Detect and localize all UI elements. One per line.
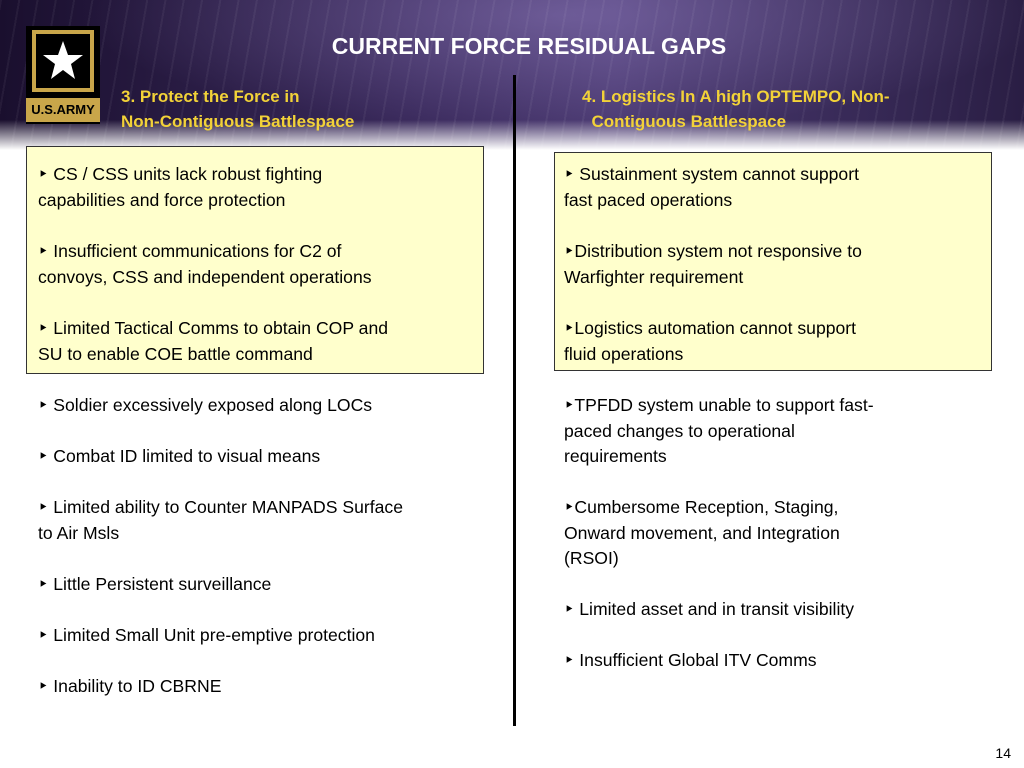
left-list-item: ‣ Inability to ID CBRNE xyxy=(38,676,222,696)
left-box-item: ‣ Insufficient communications for C2 of … xyxy=(38,241,372,287)
left-list-item: ‣ Limited ability to Counter MANPADS Sur… xyxy=(38,497,404,543)
right-list-item: ‣TPFDD system unable to support fast- pa… xyxy=(564,395,874,467)
left-column-heading: 3. Protect the Force in Non-Contiguous B… xyxy=(121,87,355,131)
left-list-item: ‣ Limited Small Unit pre-emptive protect… xyxy=(38,625,375,645)
right-column-heading: 4. Logistics In A high OPTEMPO, Non- Con… xyxy=(582,87,890,131)
right-list-item: ‣ Insufficient Global ITV Comms xyxy=(564,650,817,670)
left-box-item: ‣ Limited Tactical Comms to obtain COP a… xyxy=(38,318,389,364)
left-highlight-box xyxy=(26,146,484,374)
right-list-item: ‣ Limited asset and in transit visibilit… xyxy=(564,599,855,619)
page-number: 14 xyxy=(995,745,1011,761)
right-highlight-box xyxy=(554,152,992,371)
column-divider xyxy=(513,75,516,726)
left-box-item: ‣ CS / CSS units lack robust fighting ca… xyxy=(38,164,323,210)
right-box-item: ‣ Sustainment system cannot support fast… xyxy=(564,164,859,210)
right-list-item: ‣Cumbersome Reception, Staging, Onward m… xyxy=(564,497,840,569)
right-box-item: ‣Distribution system not responsive to W… xyxy=(564,241,862,287)
logo-wordmark: U.S.ARMY xyxy=(26,98,100,122)
army-logo: U.S.ARMY xyxy=(26,26,100,124)
banner-fade xyxy=(0,120,1024,150)
army-star-icon xyxy=(32,30,94,92)
left-list-item: ‣ Combat ID limited to visual means xyxy=(38,446,321,466)
left-list-item: ‣ Little Persistent surveillance xyxy=(38,574,272,594)
left-list-item: ‣ Soldier excessively exposed along LOCs xyxy=(38,395,373,415)
slide-title: CURRENT FORCE RESIDUAL GAPS xyxy=(331,33,727,59)
right-box-item: ‣Logistics automation cannot support flu… xyxy=(564,318,857,364)
